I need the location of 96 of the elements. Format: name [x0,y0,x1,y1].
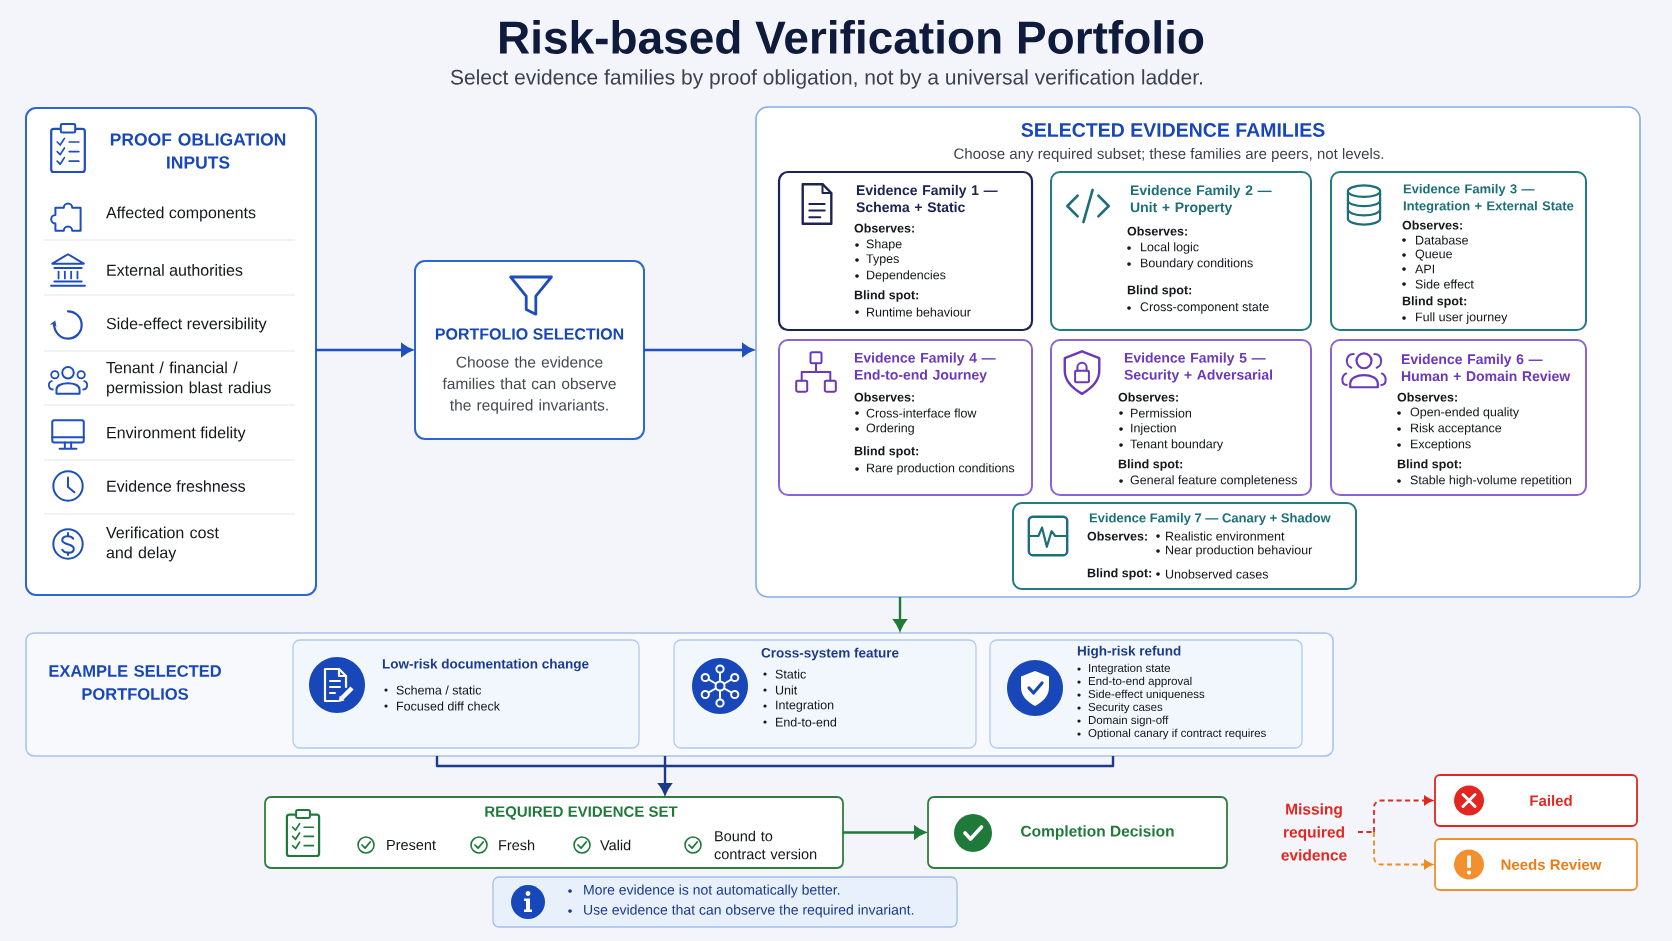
panel-heading: EXAMPLE SELECTED PORTFOLIOS [49,665,221,700]
bullet-item: End-to-end approval [1088,676,1192,688]
list-item: Side-effect reversibility [106,317,267,333]
list-item: Affected components [106,206,256,222]
bullet-item: Types [866,254,899,266]
list-item: Environment fidelity [107,426,246,442]
card-title: Evidence Family 4 — End-to-end Journey [854,352,996,383]
checklist-item: Present [387,839,436,851]
bullet-item: Cross-component state [1140,302,1269,314]
arrow [658,756,672,795]
bullet-item: Dependencies [867,270,946,282]
bullet-item: Ordering [866,423,914,435]
bullet-item: Security cases [1088,702,1163,714]
list-item: Verification cost and delay [106,526,219,562]
checklist-item: Fresh [499,839,535,851]
card-title: Evidence Family 5 — Security + Adversarial [1124,352,1272,383]
annotation-text: Missing required evidence [1281,803,1347,861]
section-heading: SELECTED EVIDENCE FAMILIES [1021,123,1325,137]
field-label: Observes: [854,223,914,233]
list-item: Tenant / financial / permission blast radius [106,361,271,397]
card-title: Evidence Family 6 — Human + Domain Review [1401,353,1571,382]
arrow [843,825,926,840]
status-box: Needs Review [1434,838,1638,891]
field-label: Blind spot: [1397,459,1462,471]
bullet-item: Optional canary if contract requires [1088,728,1266,740]
card-title: High-risk refund [1077,645,1181,659]
card-title: Evidence Family 1 — Schema + Static [856,184,998,213]
field-label: Observes: [1087,531,1147,541]
bullet-item: Integration [776,700,834,712]
list-item: Evidence freshness [107,480,246,492]
page-subtitle: Select evidence families by proof obligation, not by a universal verification ladder. [450,69,1202,89]
note-text: More evidence is not automatically better. [584,884,840,898]
arrow [644,343,754,357]
box-heading: PORTFOLIO SELECTION [435,328,624,340]
bullet-item: Database [1416,235,1468,245]
arrow [316,343,413,357]
bullet-item: Domain sign-off [1088,715,1169,727]
card-title: Evidence Family 2 — Unit + Property [1130,184,1272,215]
bullet-item: Focused diff check [397,701,500,711]
bullet-item: Exceptions [1411,439,1471,451]
bullet-item: Risk acceptance [1411,423,1502,435]
bullet-item: Rare production conditions [867,463,1015,475]
field-label: Observes: [1402,220,1462,230]
panel-heading: PROOF OBLIGATION INPUTS [110,133,286,169]
bullet-item: End-to-end [776,717,837,727]
card-title: Evidence Family 3 — Integration + External State [1403,183,1574,214]
status-box: Failed [1434,774,1638,827]
bullet-item: Local logic [1141,242,1199,254]
bullet-item: Stable high-volume repetition [1410,475,1572,487]
bullet-item: Shape [866,239,902,251]
bullet-item: Tenant boundary [1130,439,1224,451]
bullet-item: Schema / static [396,685,482,695]
field-label: Blind spot: [854,290,919,302]
bullet-item: Unit [775,685,798,695]
note-text: Use evidence that can observe the required invariant. [584,904,914,918]
bullet-item: Permission [1131,408,1191,418]
bullet-item: Side-effect uniqueness [1088,689,1205,701]
bullet-item: Cross-interface flow [866,408,977,418]
checklist-item: Valid [600,839,631,851]
list-item: External authorities [107,264,243,276]
field-label: Observes: [1118,392,1178,402]
field-label: Observes: [1397,392,1457,402]
card-title: Cross-system feature [761,647,899,661]
field-label: Observes: [1127,226,1187,236]
bullet-item: Unobserved cases [1165,569,1269,579]
field-label: Blind spot: [1087,568,1152,580]
bullet-item: Queue [1415,249,1452,261]
field-label: Blind spot: [854,446,919,458]
body-text: Choose the evidence families that can observe the required invariants. [442,356,616,414]
box-heading: REQUIRED EVIDENCE SET [485,806,678,820]
bullet-item: General feature completeness [1130,475,1297,487]
bullet-item: API [1415,264,1434,274]
dashed-arrow [1373,795,1434,833]
bullet-item: Side effect [1415,279,1474,289]
checklist-item: Bound to contract version [714,830,817,860]
card-title: Low-risk documentation change [382,658,589,672]
bullet-item: Realistic environment [1166,531,1285,541]
field-label: Observes: [854,392,914,402]
dashed-line [1357,831,1375,833]
bullet-item: Open-ended quality [1410,407,1520,419]
section-subtitle: Choose any required subset; these families are peers, not levels. [954,148,1384,162]
bullet-item: Static [775,669,806,679]
bullet-item: Runtime behaviour [867,307,971,317]
field-label: Blind spot: [1127,285,1192,297]
bullet-item: Near production behaviour [1166,545,1313,557]
page-title: Risk-based Verification Portfolio [500,20,1204,54]
bullet-item: Full user journey [1416,312,1508,324]
decision-box: Completion Decision [927,796,1228,869]
arrow [893,597,907,631]
bullet-item: Boundary conditions [1141,258,1253,270]
field-label: Blind spot: [1118,459,1183,471]
card-title: Evidence Family 7 — Canary + Shadow [1089,512,1331,526]
bullet-item: Integration state [1089,663,1170,675]
dashed-arrow [1373,831,1434,870]
bullet-item: Injection [1131,423,1176,435]
field-label: Blind spot: [1402,296,1467,308]
